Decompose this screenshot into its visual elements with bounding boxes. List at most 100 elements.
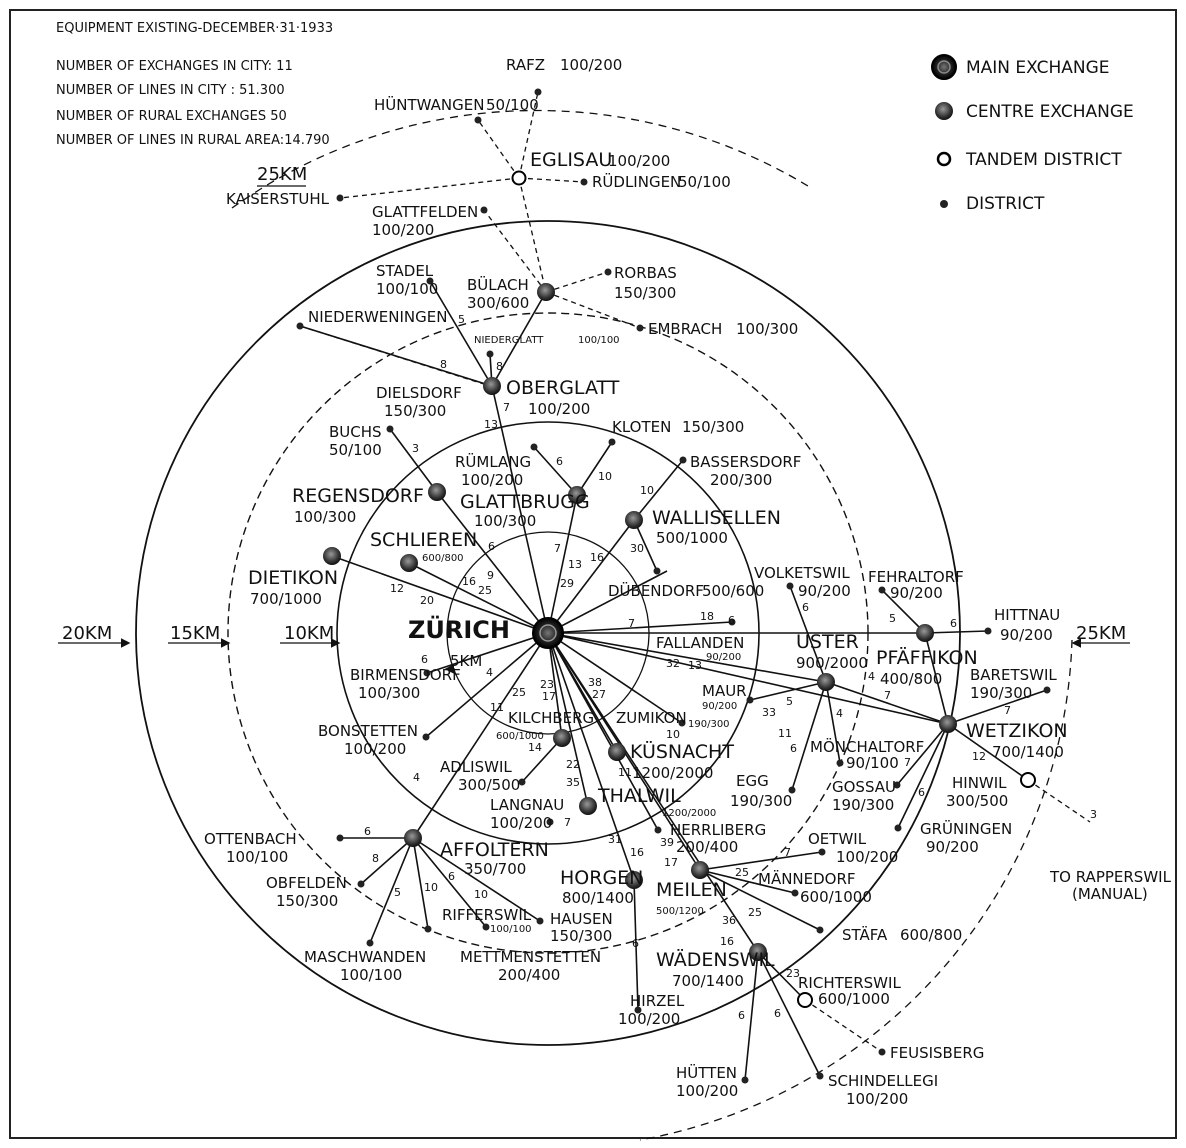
kaiserstuhl-icon — [336, 194, 344, 202]
hausen-icon — [536, 917, 544, 925]
bassersdorf-icon — [679, 456, 687, 464]
kilchberg-centre-icon — [553, 729, 571, 747]
label-wallisellen: WALLISELLEN — [652, 507, 781, 529]
svg-text:36: 36 — [722, 914, 736, 927]
cap-dielsdorf: 150/300 — [384, 402, 446, 420]
svg-text:3: 3 — [1090, 808, 1097, 821]
rifferswil-icon — [482, 923, 490, 931]
cap-kloten: 150/300 — [682, 418, 744, 436]
stat-city-lines: NUMBER OF LINES IN CITY : 51.300 — [56, 83, 285, 98]
svg-text:6: 6 — [738, 1009, 745, 1022]
svg-text:8: 8 — [496, 360, 503, 373]
cap-gruningen: 90/200 — [926, 838, 979, 856]
cap-eglisau: 100/200 — [608, 152, 670, 170]
bonstetten-icon — [422, 733, 430, 741]
label-uster: USTER — [796, 631, 859, 653]
svg-text:11: 11 — [490, 701, 504, 714]
svg-text:25: 25 — [512, 686, 526, 699]
svg-text:6: 6 — [448, 870, 455, 883]
svg-text:13: 13 — [568, 558, 582, 571]
wadenswil-centre-icon — [749, 943, 767, 961]
label-adliswil: ADLISWIL — [440, 758, 512, 776]
label-birmensdorf: BIRMENSDORF — [350, 666, 461, 684]
ring-25km-north — [231, 109, 809, 209]
svg-text:7: 7 — [1004, 704, 1011, 717]
svg-text:33: 33 — [762, 706, 776, 719]
dashed-lines — [299, 91, 1091, 1053]
km-label-20: 20KM — [62, 623, 112, 644]
svg-text:23: 23 — [540, 678, 554, 691]
label-volketswil: VOLKETSWIL — [754, 564, 850, 582]
feusisberg-icon — [878, 1048, 886, 1056]
cap-gossau: 190/300 — [832, 796, 894, 814]
cap-rorbas: 150/300 — [614, 284, 676, 302]
label-niederglatt: NIEDERGLATT — [474, 335, 544, 346]
maur-icon — [746, 696, 754, 704]
svg-text:7: 7 — [503, 401, 510, 414]
svg-text:10: 10 — [474, 888, 488, 901]
svg-text:6: 6 — [774, 1007, 781, 1020]
cap-stadel: 100/100 — [376, 280, 438, 298]
label-kloten: KLOTEN — [612, 418, 671, 436]
cap-wadenswil: 700/1400 — [672, 972, 744, 990]
cap-thalwil: 1200/2000 — [662, 808, 716, 819]
gruningen-icon — [894, 824, 902, 832]
svg-text:29: 29 — [560, 577, 574, 590]
hirzel-icon — [634, 1006, 642, 1014]
cap-volketswil: 90/200 — [798, 582, 851, 600]
niederglatt-icon — [486, 350, 494, 358]
svg-text:16: 16 — [720, 935, 734, 948]
cap-kilchberg: 600/1000 — [496, 731, 544, 742]
svg-text:25: 25 — [748, 906, 762, 919]
exchange-nodes — [296, 88, 1051, 1084]
schindellegi-icon — [816, 1072, 824, 1080]
cap-fallanden: 90/200 — [706, 652, 741, 663]
rorbas-icon — [604, 268, 612, 276]
label-langnau: LANGNAU — [490, 796, 564, 814]
wallisellen-centre-icon — [625, 511, 643, 529]
label-bulach: BÜLACH — [467, 275, 529, 294]
svg-text:10: 10 — [598, 470, 612, 483]
km-label-10: 10KM — [284, 623, 334, 644]
label-stafa: STÄFA — [842, 925, 888, 944]
map-frame — [9, 9, 1177, 1139]
adliswil-icon — [518, 778, 526, 786]
cap-regensdorf: 100/300 — [294, 508, 356, 526]
svg-text:4: 4 — [868, 670, 875, 683]
svg-text:9: 9 — [487, 569, 494, 582]
cap-ottenbach: 100/100 — [226, 848, 288, 866]
svg-text:13: 13 — [484, 418, 498, 431]
herrliberg-icon — [654, 826, 662, 834]
cap-kusnacht: 1200/2000 — [632, 764, 713, 782]
svg-text:4: 4 — [486, 666, 493, 679]
svg-text:27: 27 — [592, 688, 606, 701]
cap-egg: 190/300 — [730, 792, 792, 810]
stat-rural-lines: NUMBER OF LINES IN RURAL AREA:14.790 — [56, 133, 330, 148]
kusnacht-centre-icon — [608, 743, 626, 761]
label-dielsdorf: DIELSDORF — [376, 384, 462, 402]
cap-meilen: 500/1200 — [656, 906, 704, 917]
label-hutten: HÜTTEN — [676, 1063, 737, 1082]
richterswil-tandem-icon — [797, 992, 813, 1008]
label-gruningen: GRÜNINGEN — [920, 819, 1012, 838]
label-kusnacht: KÜSNACHT — [630, 740, 734, 763]
oberglatt-centre-icon — [483, 377, 501, 395]
egg-icon — [788, 786, 796, 794]
label-manual: (MANUAL) — [1072, 885, 1148, 903]
cap-dubendorf: 500/600 — [702, 582, 764, 600]
baretswil-icon — [1043, 686, 1051, 694]
label-glattfelden: GLATTFELDEN — [372, 203, 478, 221]
label-affoltern: AFFOLTERN — [440, 839, 549, 861]
cap-obfelden: 150/300 — [276, 892, 338, 910]
embrach-icon — [636, 324, 644, 332]
rafz-icon — [534, 88, 542, 96]
svg-text:17: 17 — [664, 856, 678, 869]
label-fallanden: FALLANDEN — [656, 634, 744, 652]
label-ottenbach: OTTENBACH — [204, 830, 297, 848]
cap-oberglatt: 100/200 — [528, 400, 590, 418]
label-regensdorf: REGENSDORF — [292, 485, 424, 507]
label-meilen: MEILEN — [656, 879, 727, 901]
label-rudlingen: RÜDLINGEN — [592, 172, 681, 191]
svg-text:23: 23 — [786, 967, 800, 980]
cap-stafa: 600/800 — [900, 926, 962, 944]
